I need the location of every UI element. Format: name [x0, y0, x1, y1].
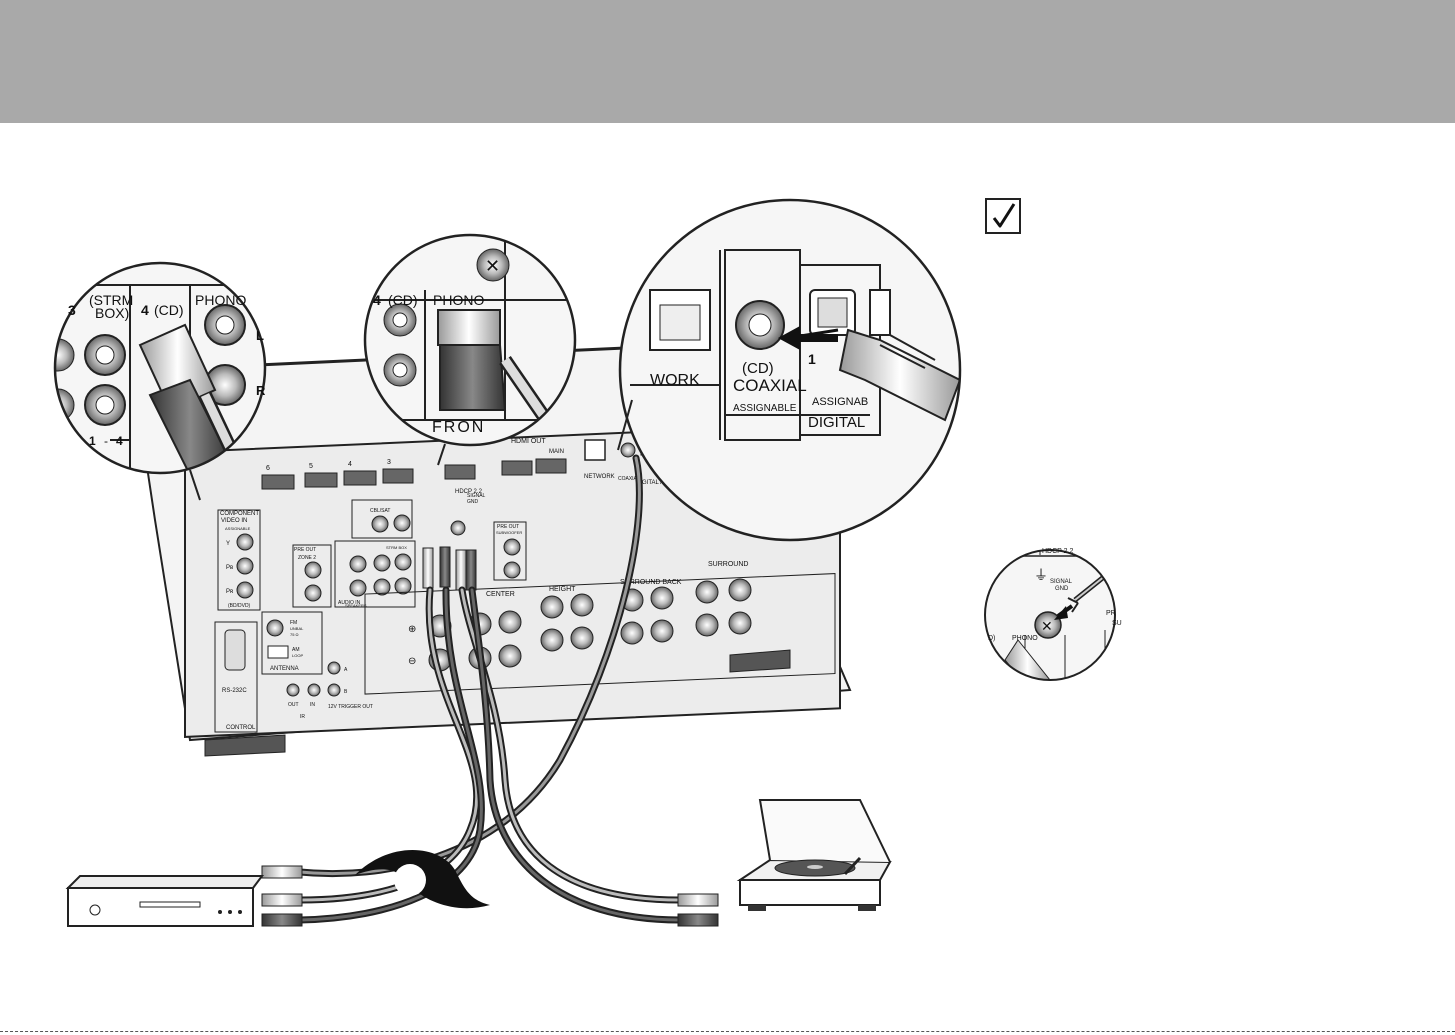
trigger-label: 12V TRIGGER OUT	[328, 704, 373, 710]
gnd-small-label: GND	[467, 499, 479, 505]
gnd-inset-phono: PHONO	[1012, 635, 1038, 642]
cbl-sat-label: CBL/SAT	[370, 508, 390, 514]
zone2-label: ZONE 2	[298, 555, 316, 561]
zoom-left-num4: 4	[141, 302, 149, 318]
zoom-right-assignable: ASSIGNABLE	[733, 403, 797, 414]
zoom-left-box: BOX)	[95, 305, 129, 321]
ground-symbol-icon: ⏚	[1034, 567, 1048, 583]
cd-player	[65, 875, 264, 927]
component-label: COMPONENT	[220, 511, 259, 517]
gnd-inset-pr: PR	[1106, 610, 1116, 617]
zoom-right-num1: 1	[808, 351, 816, 367]
video-in-label: VIDEO IN	[221, 518, 247, 524]
zoom-left-range-end: 4	[116, 434, 123, 448]
ir-label: IR	[300, 714, 305, 720]
zoom-left-l: L	[256, 328, 264, 343]
y-label: Y	[226, 541, 230, 547]
hdmi-inputs: 6 5 4 3 HDMI OUT MAIN HDCP 2.2	[261, 438, 567, 495]
gnd-inset-hdcp: HDCP 2.2	[1042, 548, 1073, 555]
rs232c-label: RS-232C	[222, 688, 247, 694]
zoom-right-assignable-2: ASSIGNAB	[812, 396, 868, 408]
subwoofer-label: SUBWOOFER	[496, 530, 522, 535]
zoom-middle-num4: 4	[373, 292, 381, 308]
zoom-middle-front: FRON	[432, 419, 485, 436]
pb-label: Pв	[226, 565, 233, 571]
coaxial-small-label: COAXIAL	[618, 476, 640, 482]
minus-icon: ⊖	[408, 656, 416, 667]
check-icon	[985, 198, 1021, 234]
footer-rule	[0, 1031, 1455, 1032]
audio-in-label: AUDIO IN	[338, 600, 361, 606]
plus-icon: ⊕	[408, 624, 416, 635]
am-label: AM	[292, 647, 300, 653]
cable-plugs	[261, 865, 719, 927]
hdmi-out-label: HDMI OUT	[511, 438, 546, 445]
height-label: HEIGHT	[549, 586, 576, 593]
zoom-left-range-start: 1	[89, 434, 96, 448]
ir-in-label: IN	[310, 702, 315, 708]
zoom-right-network: WORK	[650, 372, 700, 389]
zoom-left-phono: PHONO	[195, 292, 246, 308]
hdmi-4-label: 4	[348, 461, 352, 468]
trigger-a-label: A	[344, 667, 348, 673]
trigger-b-label: B	[344, 689, 348, 695]
pre-out-label: PRE OUT	[294, 547, 316, 553]
hdmi-main-label: MAIN	[549, 449, 564, 455]
pr-label: Pʀ	[226, 589, 234, 595]
gnd-inset-signal: SIGNAL	[1050, 579, 1073, 585]
zoom-middle-cd: (CD)	[388, 292, 418, 308]
zoom-right-cd: (CD)	[742, 360, 774, 377]
surround-back-label: SURROUND BACK	[620, 579, 682, 586]
digital-audio-label: DIGITAL AUDIO	[636, 480, 679, 486]
fm-label: FM	[290, 620, 297, 626]
control-label: CONTROL	[226, 725, 256, 731]
ohm-label: 75 Ω	[290, 632, 299, 637]
hdmi-6-label: 6	[266, 465, 270, 472]
gnd-screw-icon: ✕	[1041, 618, 1053, 634]
hdmi-3-label: 3	[387, 459, 391, 466]
zoom-middle-screw-icon: ✕	[485, 256, 500, 276]
gnd-inset-su: SU	[1112, 620, 1122, 627]
cables	[296, 454, 684, 924]
zoom-left-range-dash: -	[104, 434, 108, 448]
surround-label: SURROUND	[708, 561, 748, 568]
zoom-inset-middle: ✕ 4 (CD) PHONO FRON	[363, 233, 577, 447]
hdcp-label: HDCP 2.2	[455, 489, 483, 495]
strm-box-label: STRM BOX	[386, 545, 407, 550]
turntable	[736, 799, 892, 911]
hdmi-5-label: 5	[309, 463, 313, 470]
zoom-left-num3: 3	[68, 302, 76, 318]
pre-out-sub-label: PRE OUT	[497, 524, 519, 530]
alternative-symbol-icon	[355, 850, 490, 909]
zoom-right-coaxial: COAXIAL	[733, 376, 807, 395]
zoom-left-r: R	[256, 383, 266, 398]
assignable-small-label: ASSIGNABLE	[225, 526, 251, 531]
zoom-inset-right: WORK (CD) COAXIAL ASSIGNABLE 1 ASSIGNAB …	[618, 198, 962, 542]
gnd-inset-gnd: GND	[1055, 586, 1069, 592]
unbal-label: UNBAL	[290, 626, 304, 631]
header-bar	[0, 0, 1455, 123]
zoom-middle-phono: PHONO	[433, 292, 484, 308]
signal-small-label: SIGNAL	[467, 493, 486, 499]
bd-dvd-label: (BD/DVD)	[228, 603, 251, 609]
network-label: NETWORK	[584, 474, 615, 480]
antenna-label: ANTENNA	[270, 666, 299, 672]
ir-out-label: OUT	[288, 702, 299, 708]
connection-diagram: 6 5 4 3 HDMI OUT MAIN HDCP 2.2 NETWORK C…	[53, 198, 1122, 927]
gnd-inset-d: D)	[988, 635, 995, 642]
speakers-label: SPEAKERS	[345, 603, 367, 608]
loop-label: LOOP	[292, 653, 303, 658]
center-label: CENTER	[486, 591, 515, 598]
signal-gnd-inset: ✕ ⏚ HDCP 2.2 SIGNAL GND D) PHONO PR SU	[984, 548, 1122, 681]
zoom-left-strm: (STRM	[89, 292, 133, 308]
zoom-left-cd: (CD)	[154, 302, 184, 318]
zoom-right-digital: DIGITAL	[808, 414, 865, 431]
